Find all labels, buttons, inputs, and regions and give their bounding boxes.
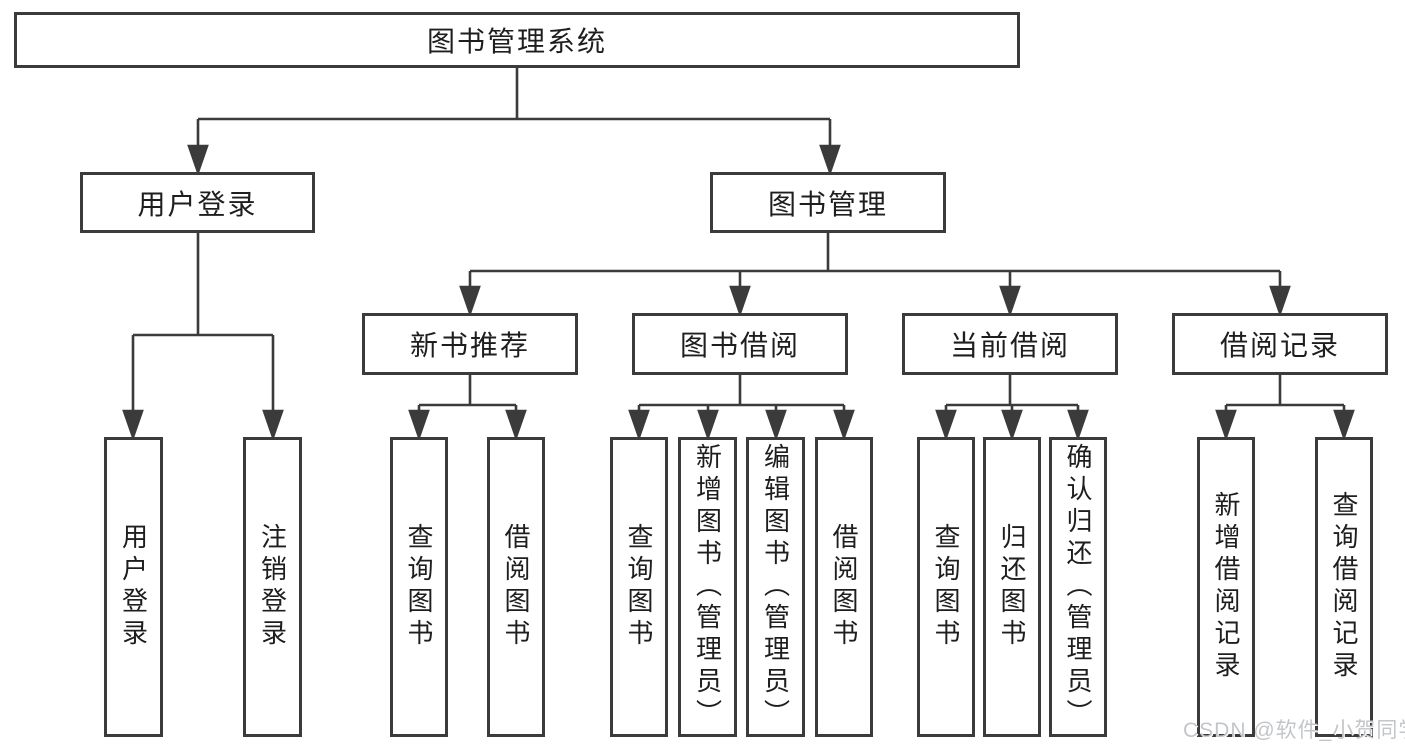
leaf-logout: 注销登录	[243, 437, 302, 737]
arrow-down-icon	[408, 409, 430, 441]
node-book-borrow: 图书借阅	[632, 313, 848, 375]
arrow-down-icon	[833, 409, 855, 441]
node-book-management: 图书管理	[710, 172, 946, 233]
connector-book-borrow-to-leaves	[628, 375, 855, 441]
arrow-down-icon	[1215, 409, 1237, 441]
leaf-query-borrow-record: 查询借阅记录	[1315, 437, 1373, 737]
node-user-login: 用户登录	[80, 172, 315, 233]
node-new-book-recommend: 新书推荐	[362, 313, 578, 375]
node-borrow-record: 借阅记录	[1172, 313, 1388, 375]
connector-root-to-level2	[187, 68, 841, 176]
leaf-borrow-books: 借阅图书	[815, 437, 873, 737]
arrow-down-icon	[935, 409, 957, 441]
arrow-down-icon	[819, 144, 841, 176]
arrow-down-icon	[122, 409, 144, 441]
connector-current-borrow-to-leaves	[935, 375, 1089, 441]
csdn-watermark: CSDN @软件_小贺同学	[1183, 719, 1405, 742]
leaf-query-books-recommend: 查询图书	[390, 437, 448, 737]
arrow-down-icon	[1269, 285, 1291, 317]
leaf-add-borrow-record: 新增借阅记录	[1197, 437, 1255, 737]
arrow-down-icon	[1333, 409, 1355, 441]
arrow-down-icon	[1001, 409, 1023, 441]
arrow-down-icon	[262, 409, 284, 441]
leaf-confirm-return-admin: 确认归还（管理员）	[1049, 437, 1107, 737]
arrow-down-icon	[765, 409, 787, 441]
leaf-query-books-current: 查询图书	[917, 437, 975, 737]
connector-user-login-to-leaves	[122, 233, 284, 441]
arrow-down-icon	[187, 144, 209, 176]
arrow-down-icon	[697, 409, 719, 441]
connector-new-book-to-leaves	[408, 375, 527, 441]
leaf-edit-book-admin: 编辑图书（管理员）	[746, 437, 805, 737]
arrow-down-icon	[1067, 409, 1089, 441]
leaf-query-books-borrow: 查询图书	[610, 437, 668, 737]
leaf-add-book-admin: 新增图书（管理员）	[678, 437, 737, 737]
arrow-down-icon	[459, 285, 481, 317]
leaf-return-book: 归还图书	[983, 437, 1041, 737]
node-root-library-system: 图书管理系统	[14, 12, 1020, 68]
leaf-borrow-books-recommend: 借阅图书	[487, 437, 545, 737]
arrow-down-icon	[999, 285, 1021, 317]
connector-borrow-record-to-leaves	[1215, 375, 1355, 441]
arrow-down-icon	[628, 409, 650, 441]
arrow-down-icon	[729, 285, 751, 317]
arrow-down-icon	[505, 409, 527, 441]
connector-book-management-to-level3	[459, 233, 1291, 317]
leaf-user-login: 用户登录	[104, 437, 163, 737]
node-current-borrow: 当前借阅	[902, 313, 1118, 375]
